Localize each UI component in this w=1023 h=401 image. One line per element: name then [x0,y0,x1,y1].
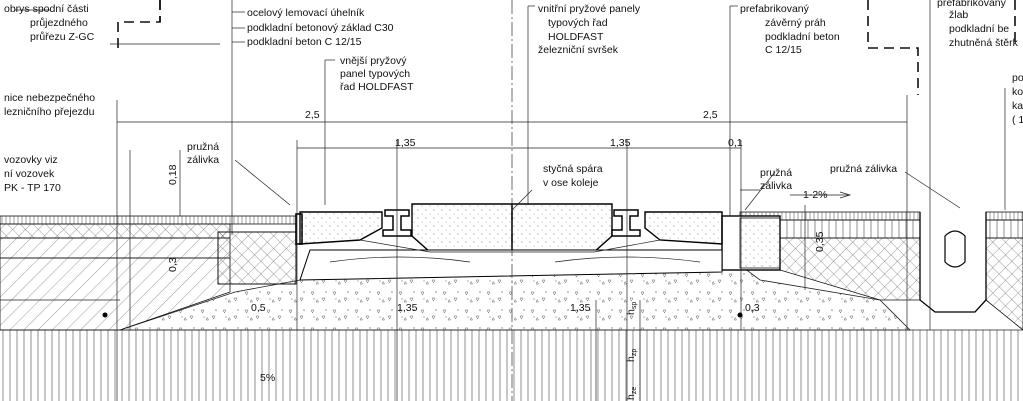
note-inner-panels-4: železniční svršek [538,44,619,56]
note-inner-panels-3: HOLDFAST [548,31,604,43]
note-far-3: ka [1012,100,1023,112]
note-crossing-boundary-1: nice nebezpečného [4,92,95,104]
dim-1-35-left: 1,35 [395,137,416,149]
note-joint-2: v ose koleje [543,177,599,189]
left-road-structure [0,213,303,331]
note-inner-panels-2: typových řad [548,17,608,29]
annotations: obrys spodní části průjezdného průřezu Z… [4,0,1023,194]
axis-lines [116,0,908,401]
slope-left: 5% [260,372,275,384]
height-ze: hze [625,387,638,400]
dim-0-5: 0,5 [251,302,266,314]
note-sealant-right-2: zálivka [760,180,792,192]
crossing-panels [299,203,723,281]
note-far-2: ko [1012,86,1023,98]
note-channel-1: prefabrikovaný [937,0,1007,9]
dim-2-5-right: 2,5 [703,109,718,121]
note-sill-4: C 12/15 [765,44,802,56]
dim-1-35-right: 1,35 [610,137,631,149]
level-marker-left [102,312,108,318]
dim-1-35-low-right: 1,35 [570,302,591,314]
note-sealant-right-3: pružná zálivka [830,163,897,175]
height-sp: hsp [625,302,638,315]
note-sealant-left-1: pružná [187,141,219,153]
note-channel-2: žlab [949,9,968,21]
note-concrete-base: podkladní betonový základ C30 [247,22,394,34]
note-pavement-3: PK - TP 170 [4,182,61,194]
dim-0-3-left: 0,3 [167,257,179,272]
slope-right: 1-2% [803,189,828,201]
note-channel-4: zhutněná štěrk [949,37,1019,49]
note-outer-panel-2: panel typových [340,68,410,80]
note-far-4: ( 1 [1012,114,1023,126]
dimension-lines [0,121,907,401]
right-road-structure [721,211,1023,331]
note-clearance-3: průřezu Z-GC [30,31,95,43]
note-pavement-1: vozovky viz [4,154,58,166]
note-sill-2: závěrný práh [765,17,826,29]
level-marker-right [737,312,743,318]
note-far-1: po [1012,72,1023,84]
note-steel-angle: ocelový lemovací úhelník [247,7,365,19]
dim-0-35: 0,35 [814,231,826,252]
height-zp: hzp [625,349,638,362]
note-outer-panel-1: vnější pryžový [340,55,407,67]
clearance-outline [117,0,1016,95]
note-clearance-1: obrys spodní části [4,3,89,15]
dim-0-3-low: 0,3 [745,302,760,314]
leader-lines [15,0,1006,330]
note-channel-3: podkladní be [949,23,1009,35]
note-joint-1: styčná spára [543,163,603,175]
dimension-labels: 2,5 2,5 1,35 1,35 0,1 0,18 0,3 0,35 0,5 … [167,109,828,400]
note-outer-panel-3: řad HOLDFAST [340,81,414,93]
subgrade-layer [0,329,1023,401]
dim-0-1: 0,1 [728,137,743,149]
note-sill-3: podkladní beton [765,31,840,43]
note-sealant-right-1: pružná [760,167,792,179]
note-sill-1: prefabrikovaný [740,3,810,15]
dim-0-18: 0,18 [167,164,179,185]
note-inner-panels-1: vnitřní pryžové panely [538,3,641,15]
dim-2-5-left: 2,5 [305,109,320,121]
note-sealant-left-2: zálivka [187,154,219,166]
note-sub-concrete: podkladní beton C 12/15 [247,36,362,48]
note-crossing-boundary-2: lezničního přejezdu [4,106,95,118]
note-pavement-2: ní vozovek [4,168,55,180]
dim-1-35-low-left: 1,35 [397,302,418,314]
note-clearance-2: průjezdného [30,17,88,29]
